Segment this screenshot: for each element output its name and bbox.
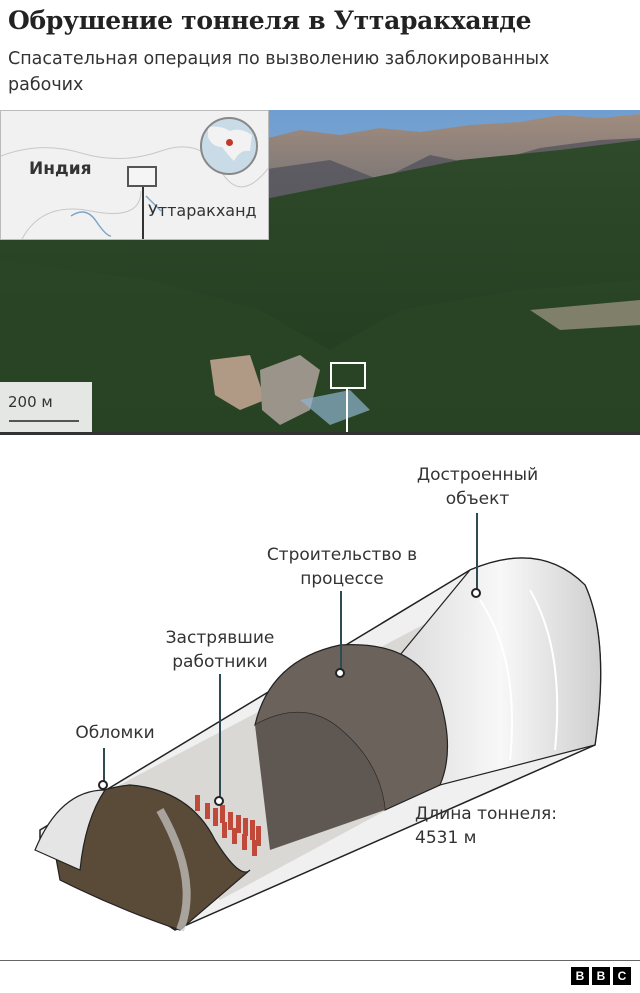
leader-debris xyxy=(103,748,105,783)
footer-divider xyxy=(0,960,640,961)
workers-group xyxy=(195,795,261,856)
aerial-photo xyxy=(0,110,640,434)
tunnel-diagram: Достроенный объект Строительство в проце… xyxy=(0,436,640,956)
country-label: Индия xyxy=(29,159,92,179)
label-debris: Обломки xyxy=(75,723,155,743)
bbc-logo: B B C xyxy=(571,967,631,985)
bbc-logo-letter-3: C xyxy=(613,967,631,985)
leader-completed xyxy=(476,513,478,591)
region-leader-line xyxy=(142,187,144,239)
marker-workers-icon xyxy=(214,796,224,806)
location-map-inset: Индия Уттаракханд xyxy=(0,110,269,240)
marker-debris-icon xyxy=(98,780,108,790)
marker-completed-icon xyxy=(471,588,481,598)
state-label: Уттаракханд xyxy=(148,201,257,220)
region-highlight-box xyxy=(127,166,157,187)
bbc-logo-letter-1: B xyxy=(571,967,589,985)
tunnel-site-marker xyxy=(330,362,366,389)
scale-label: 200 м xyxy=(8,393,53,411)
globe-locator xyxy=(200,117,258,175)
scale-bar xyxy=(9,420,79,422)
tunnel-length-label: Длина тоннеля: xyxy=(415,804,557,824)
tunnel-site-leader-line xyxy=(346,389,348,434)
section-divider xyxy=(0,432,640,435)
tunnel-length-info: Длина тоннеля: 4531 м xyxy=(415,802,557,850)
marker-construction-icon xyxy=(335,668,345,678)
leader-workers xyxy=(219,674,221,799)
tunnel-length-value: 4531 м xyxy=(415,828,477,848)
label-trapped-workers: Застрявшие работники xyxy=(165,628,275,672)
leader-construction xyxy=(340,591,342,671)
label-completed-section: Достроенный объект xyxy=(416,465,539,509)
page-subtitle: Спасательная операция по вызволению забл… xyxy=(8,49,550,95)
bbc-logo-letter-2: B xyxy=(592,967,610,985)
location-marker-icon xyxy=(226,139,233,146)
scale-bar-box: 200 м xyxy=(0,382,92,432)
page-title: Обрушение тоннеля в Уттаракханде xyxy=(8,6,532,35)
label-construction-section: Строительство в процессе xyxy=(266,545,418,589)
